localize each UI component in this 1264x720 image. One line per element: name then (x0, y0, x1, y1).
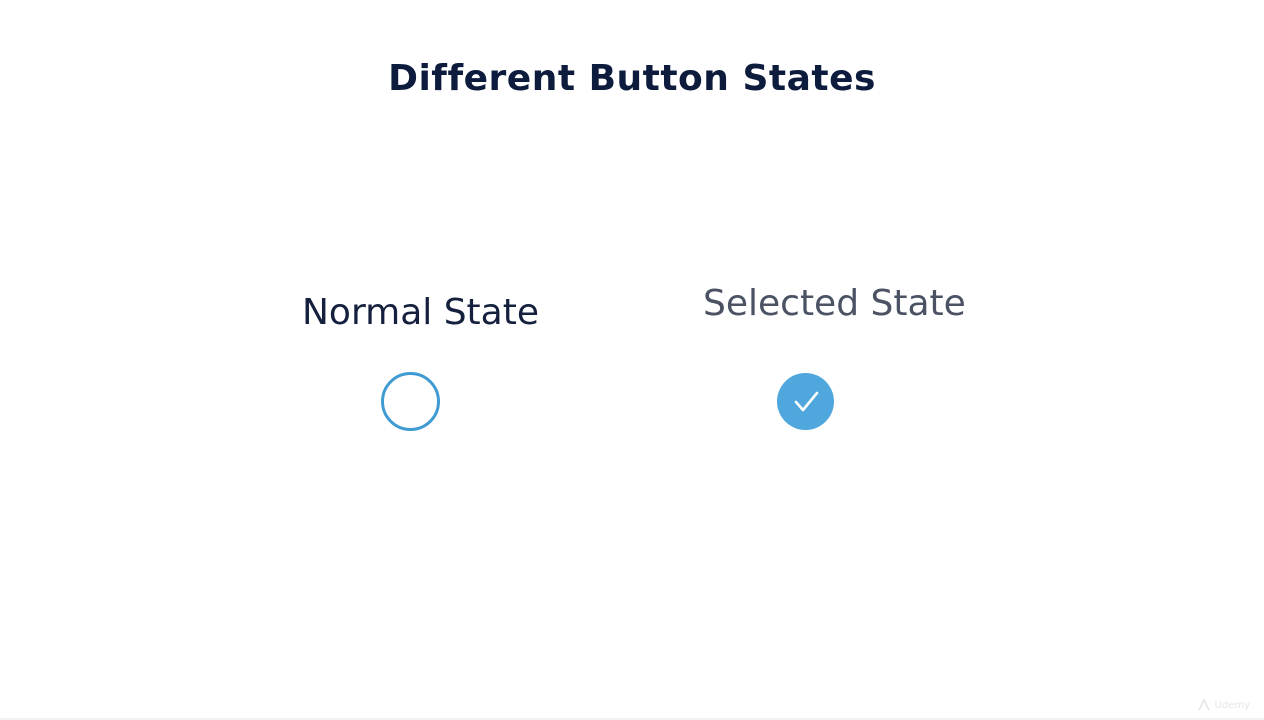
checkmark-icon (794, 391, 818, 411)
watermark-text: Udemy (1214, 699, 1250, 711)
selected-state-label: Selected State (703, 283, 966, 324)
udemy-logo-icon (1197, 698, 1210, 711)
watermark: Udemy (1197, 698, 1250, 712)
selected-state-radio-button[interactable] (777, 373, 834, 430)
footer-divider (0, 718, 1264, 720)
normal-state-radio-button[interactable] (381, 372, 440, 431)
normal-state-label: Normal State (302, 292, 539, 333)
slide-title: Different Button States (388, 58, 876, 99)
